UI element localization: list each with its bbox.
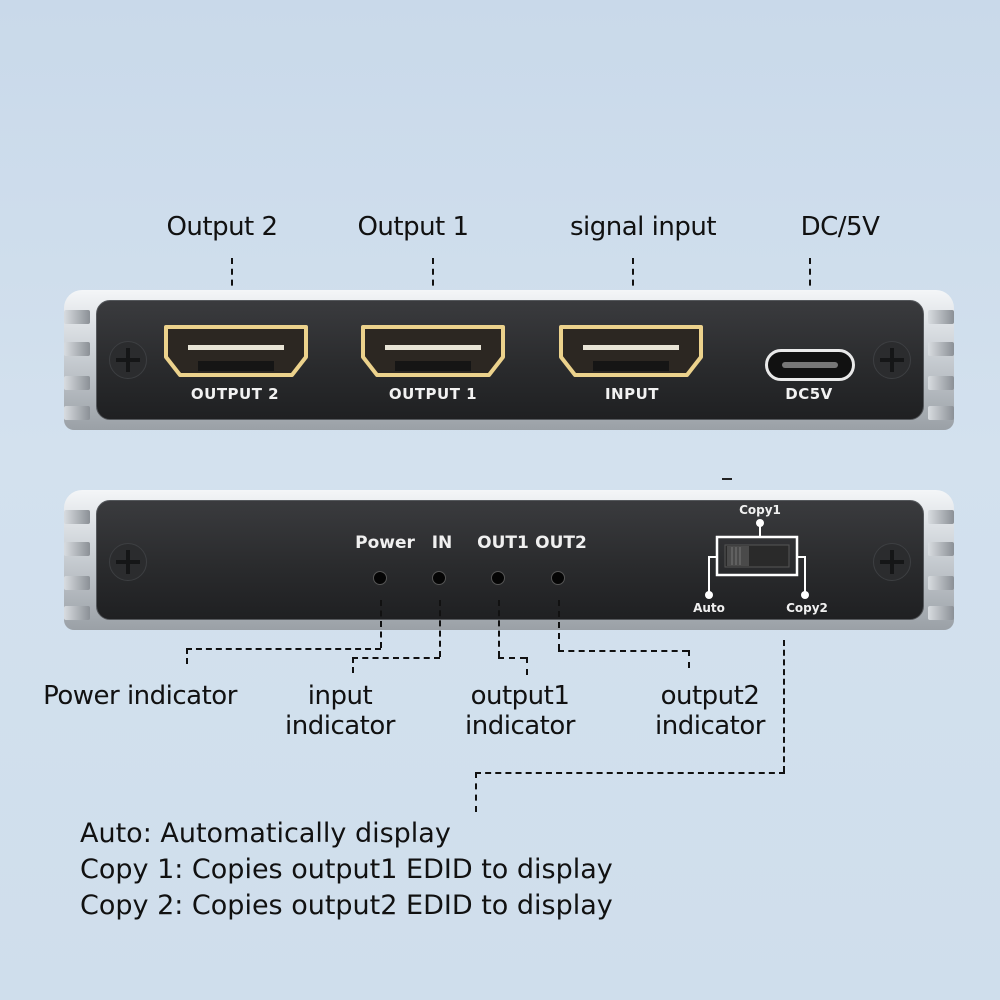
port-label-dc5v: DC5V (785, 385, 833, 403)
legend-copy2: Copy 2: Copies output2 EDID to display (80, 890, 613, 921)
leader-line-output1 (498, 600, 500, 657)
heatsink-fin (928, 510, 954, 524)
leader-line-dc-5v (809, 258, 811, 318)
screw-icon (109, 341, 147, 379)
callout-output1-indicator: output1 indicator (465, 681, 575, 741)
heatsink-fin (64, 576, 90, 590)
hdmi-port-output-1[interactable] (359, 323, 507, 379)
indicator-label-in: IN (431, 533, 453, 553)
leader-line-output2 (558, 600, 560, 650)
usb-c-power-port[interactable] (765, 349, 855, 381)
leader-line-power (186, 648, 188, 664)
port-label-output-2: OUTPUT 2 (190, 385, 280, 403)
output2-indicator-led (551, 571, 565, 585)
legend-copy1: Copy 1: Copies output1 EDID to display (80, 854, 613, 885)
callout-line: indicator (465, 711, 575, 741)
leader-line-signal-input (632, 258, 634, 318)
heatsink-fin (928, 542, 954, 556)
callout-line: Power indicator (43, 681, 237, 711)
port-label-input: INPUT (604, 385, 660, 403)
port-label-output-1: OUTPUT 1 (388, 385, 478, 403)
back-panel: Power IN OUT1 OUT2 Copy1 Auto Copy2 (64, 490, 954, 630)
front-face: OUTPUT 2 OUTPUT 1 INPUT DC5V (96, 300, 924, 420)
callout-output2-indicator: output2 indicator (655, 681, 765, 741)
leader-line-input (439, 600, 441, 657)
leader-line-output2 (558, 650, 688, 652)
heatsink-fin (928, 376, 954, 390)
heatsink-fin (64, 606, 90, 620)
leader-line-switch (783, 640, 785, 772)
heatsink-fin (64, 406, 90, 420)
leader-line-power (380, 600, 382, 648)
hdmi-port-input[interactable] (557, 323, 705, 379)
legend-auto: Auto: Automatically display (80, 818, 451, 849)
switch-label-auto: Auto (693, 601, 725, 615)
hdmi-port-icon (559, 325, 703, 377)
heatsink-fin (64, 342, 90, 356)
hdmi-port-icon (361, 325, 505, 377)
callout-line: indicator (285, 711, 395, 741)
screw-icon (109, 543, 147, 581)
heatsink-fin (928, 576, 954, 590)
heatsink-fin (928, 310, 954, 324)
heatsink-fin (928, 606, 954, 620)
indicator-label-out1: OUT1 (477, 533, 529, 553)
callout-line: indicator (655, 711, 765, 741)
hdmi-port-output-2[interactable] (162, 323, 310, 379)
leader-line-output-1 (432, 258, 434, 318)
input-indicator-led (432, 571, 446, 585)
switch-label-copy2: Copy2 (786, 601, 828, 615)
indicator-label-out2: OUT2 (535, 533, 587, 553)
output1-indicator-led (491, 571, 505, 585)
callout-line: input (307, 681, 373, 711)
indicator-label-power: Power (355, 533, 415, 553)
leader-line-output-2 (231, 258, 233, 318)
leader-line-input (352, 657, 354, 673)
callout-output-1: Output 1 (357, 212, 469, 242)
callout-input-indicator: input indicator (285, 681, 395, 741)
screw-icon (873, 543, 911, 581)
callout-signal-input: signal input (569, 212, 717, 242)
leader-line-power (186, 648, 381, 650)
heatsink-fin (928, 342, 954, 356)
callout-output-2: Output 2 (166, 212, 278, 242)
callout-power-indicator: Power indicator (43, 681, 237, 711)
leader-line-input (352, 657, 440, 659)
callout-dc-5v: DC/5V (800, 212, 880, 242)
heatsink-fin (64, 376, 90, 390)
callout-line: output2 (660, 681, 760, 711)
leader-line-output2 (688, 650, 690, 668)
front-panel: OUTPUT 2 OUTPUT 1 INPUT DC5V (64, 290, 954, 430)
leader-line-output1 (498, 657, 526, 659)
heatsink-fin (64, 542, 90, 556)
leader-line-switch (475, 772, 785, 774)
screw-icon (873, 341, 911, 379)
heatsink-fin (928, 406, 954, 420)
leader-line-output1 (526, 657, 528, 675)
hdmi-port-icon (164, 325, 308, 377)
leader-line-switch (475, 772, 477, 812)
power-indicator-led (373, 571, 387, 585)
heatsink-fin (64, 310, 90, 324)
switch-label-copy1: Copy1 (739, 503, 781, 517)
callout-line: output1 (470, 681, 570, 711)
divider-mark (722, 478, 732, 480)
back-face: Power IN OUT1 OUT2 Copy1 Auto Copy2 (96, 500, 924, 620)
edid-mode-switch[interactable] (725, 545, 789, 567)
edid-switch-diagram (705, 519, 809, 599)
heatsink-fin (64, 510, 90, 524)
